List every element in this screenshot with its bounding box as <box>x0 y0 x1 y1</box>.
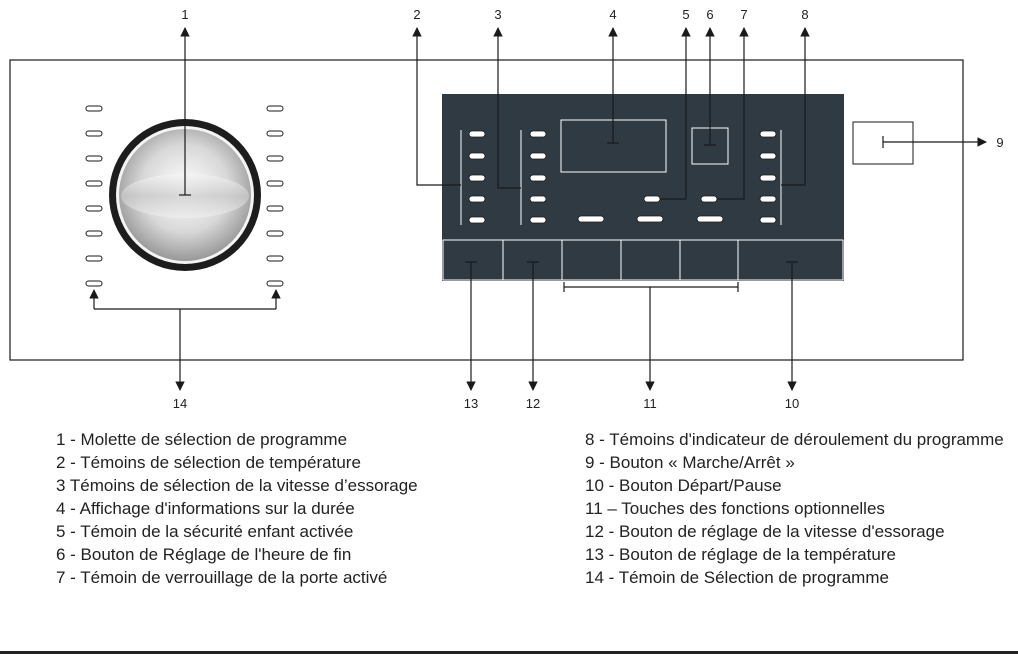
callout-4: 4 <box>609 7 616 22</box>
option-button-3[interactable] <box>679 239 739 281</box>
legend-item-11: 11 – Touches des fonctions optionnelles <box>585 499 885 518</box>
option-button-1[interactable] <box>561 239 622 281</box>
start-pause-button[interactable] <box>737 239 844 281</box>
callout-1: 1 <box>181 7 188 22</box>
legend-item-9: 9 - Bouton « Marche/Arrêt » <box>585 453 795 472</box>
legend-item-5: 5 - Témoin de la sécurité enfant activée <box>56 522 354 541</box>
callout-14: 14 <box>173 396 187 410</box>
legend-item-2: 2 - Témoins de sélection de température <box>56 453 361 472</box>
legend-item-3: 3 Témoins de sélection de la vitesse d’e… <box>56 476 418 495</box>
legend-item-13: 13 - Bouton de réglage de la température <box>585 545 896 564</box>
callout-7: 7 <box>740 7 747 22</box>
callout-6: 6 <box>706 7 713 22</box>
legend-right: 8 - Témoins d'indicateur de déroulement … <box>585 428 1010 589</box>
legend-item-8: 8 - Témoins d'indicateur de déroulement … <box>585 430 1004 449</box>
callout-leaders <box>89 27 987 391</box>
callout-13: 13 <box>464 396 478 410</box>
legend-item-14: 14 - Témoin de Sélection de programme <box>585 568 889 587</box>
callout-2: 2 <box>413 7 420 22</box>
program-progress-indicators <box>759 130 777 224</box>
temperature-indicators <box>468 130 486 224</box>
callout-5: 5 <box>682 7 689 22</box>
option-button-2[interactable] <box>620 239 681 281</box>
spin-speed-indicators <box>529 130 547 224</box>
temperature-button[interactable] <box>442 239 504 281</box>
callout-12: 12 <box>526 396 540 410</box>
callout-8: 8 <box>801 7 808 22</box>
legend-item-12: 12 - Bouton de réglage de la vitesse d'e… <box>585 522 945 541</box>
bottom-rule <box>0 651 1018 654</box>
callout-3: 3 <box>494 7 501 22</box>
legend-left: 1 - Molette de sélection de programme 2 … <box>56 428 516 589</box>
legend-item-1: 1 - Molette de sélection de programme <box>56 430 348 449</box>
program-indicators-right <box>266 105 284 287</box>
control-panel-diagram: 1 2 3 4 5 6 7 8 9 10 11 12 13 14 <box>9 7 1004 410</box>
door-lock-indicator <box>700 195 718 203</box>
callout-11: 11 <box>643 396 657 410</box>
legend-item-10: 10 - Bouton Départ/Pause <box>585 476 782 495</box>
callout-9: 9 <box>996 135 1003 150</box>
legend-item-4: 4 - Affichage d'informations sur la duré… <box>56 499 355 518</box>
option-indicators <box>577 215 724 223</box>
legend-item-6: 6 - Bouton de Réglage de l'heure de fin <box>56 545 352 564</box>
program-indicators-left <box>85 105 103 287</box>
callout-10: 10 <box>785 396 799 410</box>
legend-item-7: 7 - Témoin de verrouillage de la porte a… <box>56 568 388 587</box>
child-lock-indicator <box>643 195 661 203</box>
